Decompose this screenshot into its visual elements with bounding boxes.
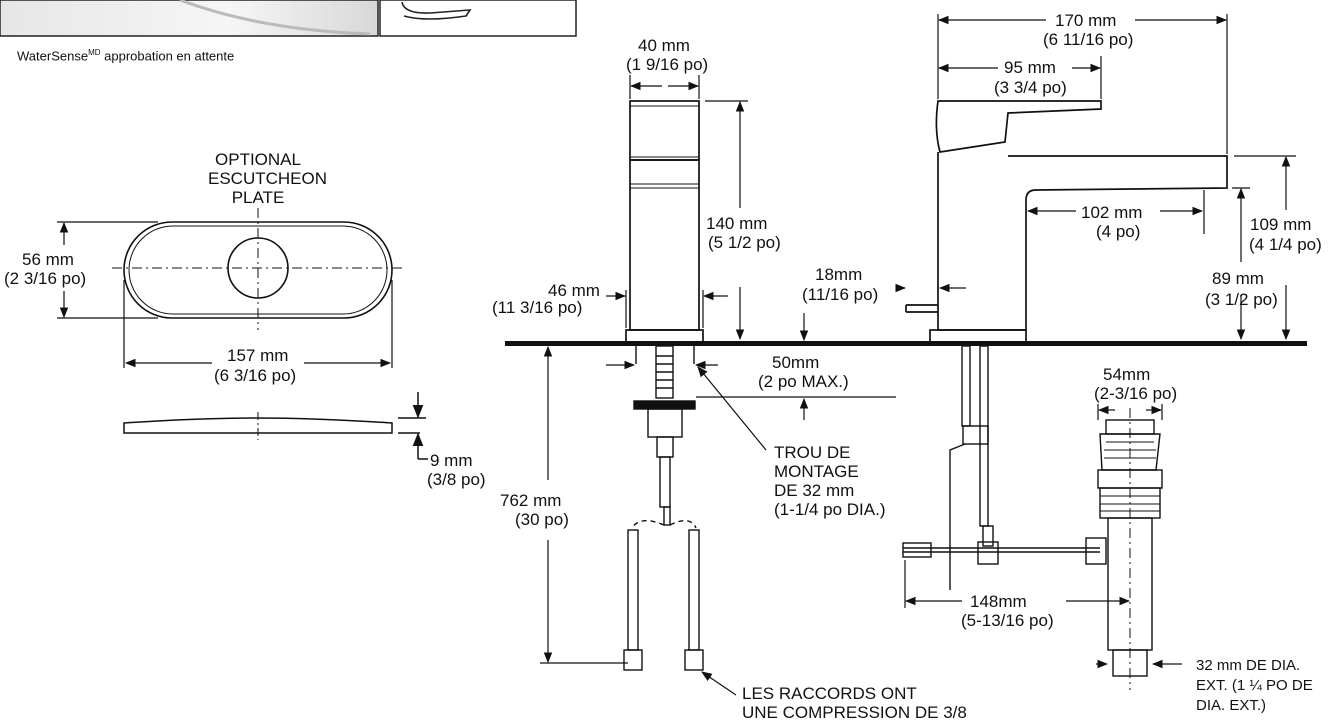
escutcheon-title-line3: PLATE (231, 188, 285, 207)
supply-length-in: (30 po) (515, 510, 569, 529)
front-view-dimensions (540, 75, 896, 696)
escutcheon-thickness-in: (3/8 po) (427, 470, 486, 489)
front-view-underside (623, 345, 704, 671)
handle-reach-in: (3 3/4 po) (994, 78, 1067, 97)
mounting-hole-line4: (1-1/4 po DIA.) (774, 500, 886, 519)
escutcheon-title-line2: ESCUTCHEON (208, 169, 328, 188)
mounting-hole-line3: DE 32 mm (774, 481, 855, 500)
escutcheon-length-in: (6 3/16 po) (214, 366, 297, 385)
countertop (505, 341, 1307, 346)
mounting-hole-note: TROU DE MONTAGE DE 32 mm (1-1/4 po DIA.) (774, 443, 886, 519)
spout-height-mm: 89 mm (1212, 269, 1264, 288)
tailpiece-note: 32 mm DE DIA. EXT. (1 ¼ PO DE DIA. EXT.) (1196, 656, 1313, 716)
watersense-status: approbation en attente (100, 48, 235, 64)
faucet-front-view (625, 100, 704, 343)
watersense-mark: MD (88, 48, 101, 57)
drain-offset-mm: 148mm (970, 592, 1027, 611)
lift-rod-mm: 18mm (815, 265, 863, 284)
front-height-in: (5 1/2 po) (708, 233, 781, 252)
spout-reach-in: (4 po) (1096, 222, 1141, 241)
side-view-dimensions (895, 14, 1296, 669)
escutcheon-thickness-mm: 9 mm (430, 451, 473, 470)
escutcheon-plate-side-view (123, 392, 428, 460)
escutcheon-dimension-lines (57, 221, 393, 368)
deck-thickness-in: (2 po MAX.) (758, 372, 849, 391)
product-photo (0, 0, 379, 37)
faucet-side-view (905, 100, 1228, 343)
tailpiece-note-line2: EXT. (1 ¼ PO DE (1196, 677, 1313, 694)
side-view-underside (902, 345, 1163, 690)
tailpiece-note-line3: DIA. EXT.) (1196, 697, 1267, 714)
escutcheon-height-mm: 56 mm (22, 250, 74, 269)
escutcheon-title-line1: OPTIONAL (215, 150, 301, 169)
watersense-note: WaterSenseMD approbation en attente (17, 43, 234, 65)
front-base-in: (11 3/16 po) (492, 298, 583, 317)
supply-length-mm: 762 mm (500, 491, 562, 510)
mounting-hole-line2: MONTAGE (774, 462, 859, 481)
drain-offset-in: (5-13/16 po) (961, 611, 1054, 630)
escutcheon-plate-top-view (112, 208, 404, 330)
deck-thickness-mm: 50mm (772, 353, 820, 372)
handle-reach-mm: 95 mm (1004, 58, 1056, 77)
lift-rod-in: (11/16 po) (802, 285, 879, 304)
spout-height-in: (3 1/2 po) (1205, 290, 1278, 309)
front-height-mm: 140 mm (706, 214, 768, 233)
side-total-mm: 170 mm (1055, 11, 1117, 30)
connection-note-line2: UNE COMPRESSION DE 3/8 (742, 703, 967, 722)
spout-reach-mm: 102 mm (1081, 203, 1143, 222)
connection-note: LES RACCORDS ONT UNE COMPRESSION DE 3/8 (742, 684, 967, 722)
product-photo-detail (379, 0, 577, 37)
escutcheon-height-in: (2 3/16 po) (4, 269, 87, 288)
connection-note-line1: LES RACCORDS ONT (742, 684, 917, 703)
front-width-in: (1 9/16 po) (626, 55, 709, 74)
drain-flange-mm: 54mm (1103, 365, 1151, 384)
mounting-hole-line1: TROU DE (774, 443, 851, 462)
escutcheon-title: OPTIONAL ESCUTCHEON PLATE (208, 150, 328, 207)
tailpiece-note-line1: 32 mm DE DIA. (1196, 657, 1301, 674)
front-base-mm: 46 mm (548, 281, 600, 300)
side-total-in: (6 11/16 po) (1043, 30, 1134, 49)
front-width-mm: 40 mm (638, 36, 690, 55)
escutcheon-length-mm: 157 mm (227, 346, 289, 365)
drain-flange-in: (2-3/16 po) (1094, 384, 1178, 403)
side-height-in: (4 1/4 po) (1249, 235, 1322, 254)
watersense-word: WaterSense (17, 48, 89, 64)
side-height-mm: 109 mm (1250, 215, 1312, 234)
